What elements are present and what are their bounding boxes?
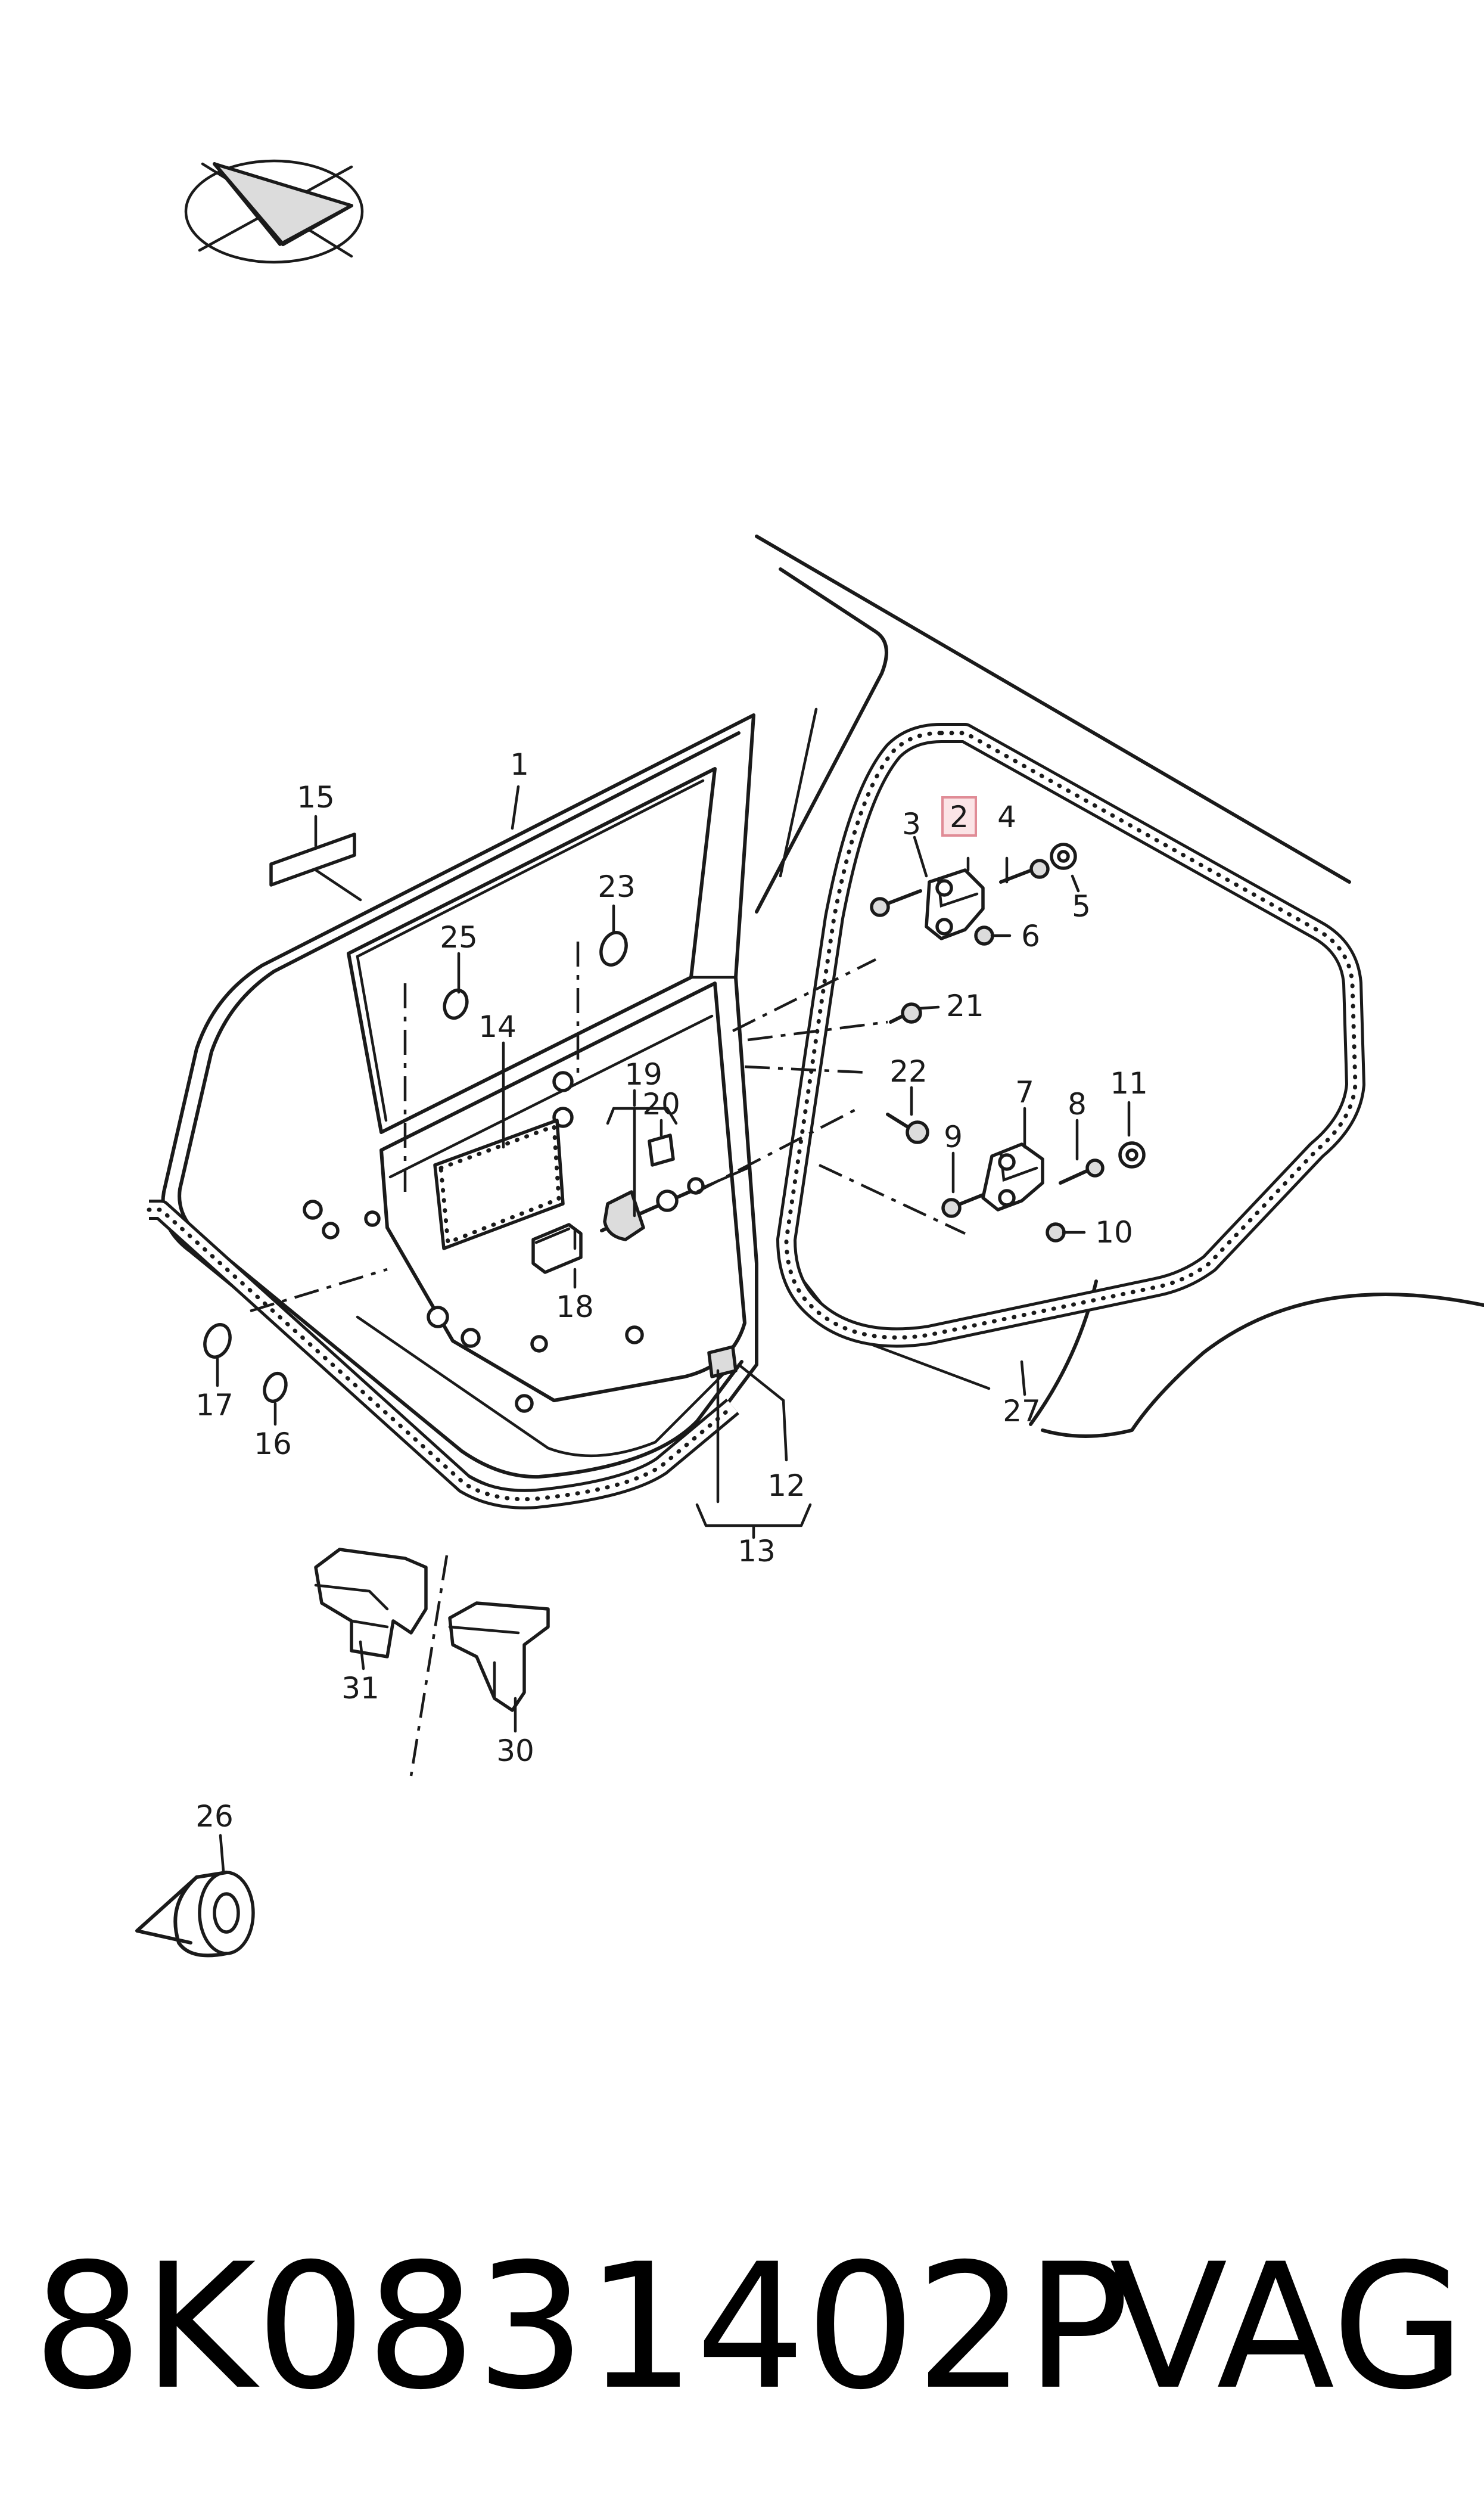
bolt-8 bbox=[1059, 1158, 1105, 1185]
callout-20: 20 bbox=[642, 1087, 680, 1122]
highlight-box bbox=[941, 796, 977, 837]
door-check-strap-19 bbox=[600, 1166, 749, 1241]
callout-6: 6 bbox=[1021, 919, 1040, 953]
callout-2: 2 bbox=[950, 800, 969, 834]
callout-21: 21 bbox=[946, 989, 984, 1023]
callout-9: 9 bbox=[944, 1120, 963, 1154]
bolt-9 bbox=[941, 1193, 985, 1218]
lower-hinge-7 bbox=[981, 1142, 1044, 1212]
callout-18: 18 bbox=[556, 1290, 594, 1324]
callout-11: 11 bbox=[1110, 1066, 1148, 1101]
callout-15: 15 bbox=[297, 780, 335, 815]
door-seal-27 bbox=[776, 723, 1365, 1348]
callout-14: 14 bbox=[478, 1010, 517, 1044]
label-sticker-15 bbox=[269, 833, 356, 887]
callout-19: 19 bbox=[624, 1057, 662, 1092]
callout-13: 13 bbox=[738, 1534, 776, 1568]
insulation-pad-14 bbox=[433, 1119, 565, 1250]
callout-22: 22 bbox=[889, 1054, 928, 1089]
callout-30: 30 bbox=[496, 1734, 534, 1768]
part-number: 8K0831402P bbox=[33, 2227, 1130, 2428]
clip-13 bbox=[707, 1345, 738, 1378]
callout-7: 7 bbox=[1015, 1075, 1034, 1110]
orientation-arrow-icon bbox=[184, 159, 364, 264]
washer-11 bbox=[1118, 1141, 1146, 1169]
upper-hinge-2 bbox=[925, 868, 985, 940]
grommet-17 bbox=[203, 1323, 232, 1359]
callout-25: 25 bbox=[440, 920, 478, 955]
cover-20 bbox=[648, 1133, 675, 1167]
grommet-25 bbox=[443, 988, 469, 1020]
assembly-lines bbox=[250, 942, 966, 1776]
callout-1: 1 bbox=[510, 747, 529, 782]
door-bottom-seal bbox=[147, 1200, 739, 1509]
grommet-23 bbox=[599, 931, 628, 967]
bolt-21 bbox=[889, 1002, 922, 1024]
callout-4: 4 bbox=[997, 800, 1016, 834]
bracket-30 bbox=[448, 1601, 550, 1712]
nut-6 bbox=[974, 925, 994, 946]
nut-10 bbox=[1046, 1222, 1066, 1243]
callout-26: 26 bbox=[195, 1799, 234, 1834]
brand-name: VAG bbox=[1109, 2227, 1466, 2428]
callout-12: 12 bbox=[767, 1468, 805, 1503]
tape-roll-26 bbox=[135, 1871, 255, 1958]
bracket-31 bbox=[314, 1548, 428, 1658]
callout-16: 16 bbox=[254, 1427, 292, 1461]
grommet-16 bbox=[263, 1371, 288, 1403]
callout-8: 8 bbox=[1068, 1087, 1087, 1122]
callout-17: 17 bbox=[195, 1388, 234, 1422]
bracket-18 bbox=[531, 1223, 583, 1274]
callout-27: 27 bbox=[1003, 1394, 1041, 1428]
callout-10: 10 bbox=[1095, 1215, 1133, 1250]
callout-5: 5 bbox=[1072, 889, 1091, 924]
washer-5 bbox=[1050, 843, 1077, 870]
bolt-3 bbox=[870, 889, 922, 917]
bolt-22 bbox=[886, 1113, 929, 1144]
leader-lines bbox=[216, 785, 1131, 1873]
callout-31: 31 bbox=[341, 1671, 379, 1706]
callout-3: 3 bbox=[902, 807, 921, 841]
callout-23: 23 bbox=[598, 869, 636, 904]
